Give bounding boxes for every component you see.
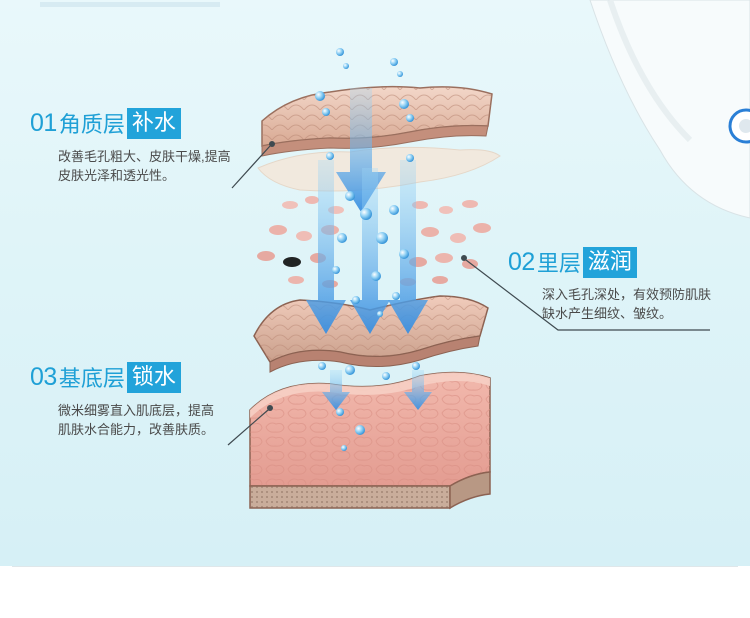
stratum-corneum-layer xyxy=(261,85,493,157)
cell-layer xyxy=(257,196,491,288)
cropped-top-text xyxy=(40,2,220,7)
section-03-name: 基底层 xyxy=(58,366,125,391)
section-01-heading: 01 角质层 补水 xyxy=(30,107,181,139)
section-03-desc-line: 微米细雾直入肌底层，提高 xyxy=(58,403,215,418)
divider xyxy=(12,566,738,567)
section-03-heading: 03 基底层 锁水 xyxy=(30,361,181,393)
device-body xyxy=(589,0,750,219)
bottom-band xyxy=(0,566,750,618)
section-03-number: 03 xyxy=(30,362,57,391)
section-02-description: 深入毛孔深处，有效预防肌肤 缺水产生细纹、皱纹。 xyxy=(542,285,711,323)
section-02-heading: 02 里层 滋润 xyxy=(508,246,637,278)
translucent-layer xyxy=(257,146,501,192)
section-02-desc-line: 缺水产生细纹、皱纹。 xyxy=(542,306,673,321)
basal-layer-block xyxy=(249,371,491,510)
section-02-name: 里层 xyxy=(536,251,581,276)
water-droplet-icon xyxy=(315,48,420,451)
down-arrow-icon xyxy=(306,88,432,410)
section-02-number: 02 xyxy=(508,247,535,276)
section-01-number: 01 xyxy=(30,108,57,137)
section-03-tag: 锁水 xyxy=(126,361,181,393)
section-01-desc-line: 改善毛孔粗大、皮肤干燥,提高 xyxy=(58,149,231,164)
section-03-desc-line: 肌肤水合能力，改善肤质。 xyxy=(58,422,215,437)
section-02-tag: 滋润 xyxy=(582,246,637,278)
section-02-desc-line: 深入毛孔深处，有效预防肌肤 xyxy=(542,287,712,302)
section-03-description: 微米细雾直入肌底层，提高 肌肤水合能力，改善肤质。 xyxy=(58,401,214,439)
section-01-description: 改善毛孔粗大、皮肤干燥,提高 皮肤光泽和透光性。 xyxy=(58,147,231,185)
section-01-tag: 补水 xyxy=(126,107,181,139)
section-01-name: 角质层 xyxy=(58,112,125,137)
callout-lines xyxy=(227,141,710,446)
section-01-desc-line: 皮肤光泽和透光性。 xyxy=(58,168,176,183)
